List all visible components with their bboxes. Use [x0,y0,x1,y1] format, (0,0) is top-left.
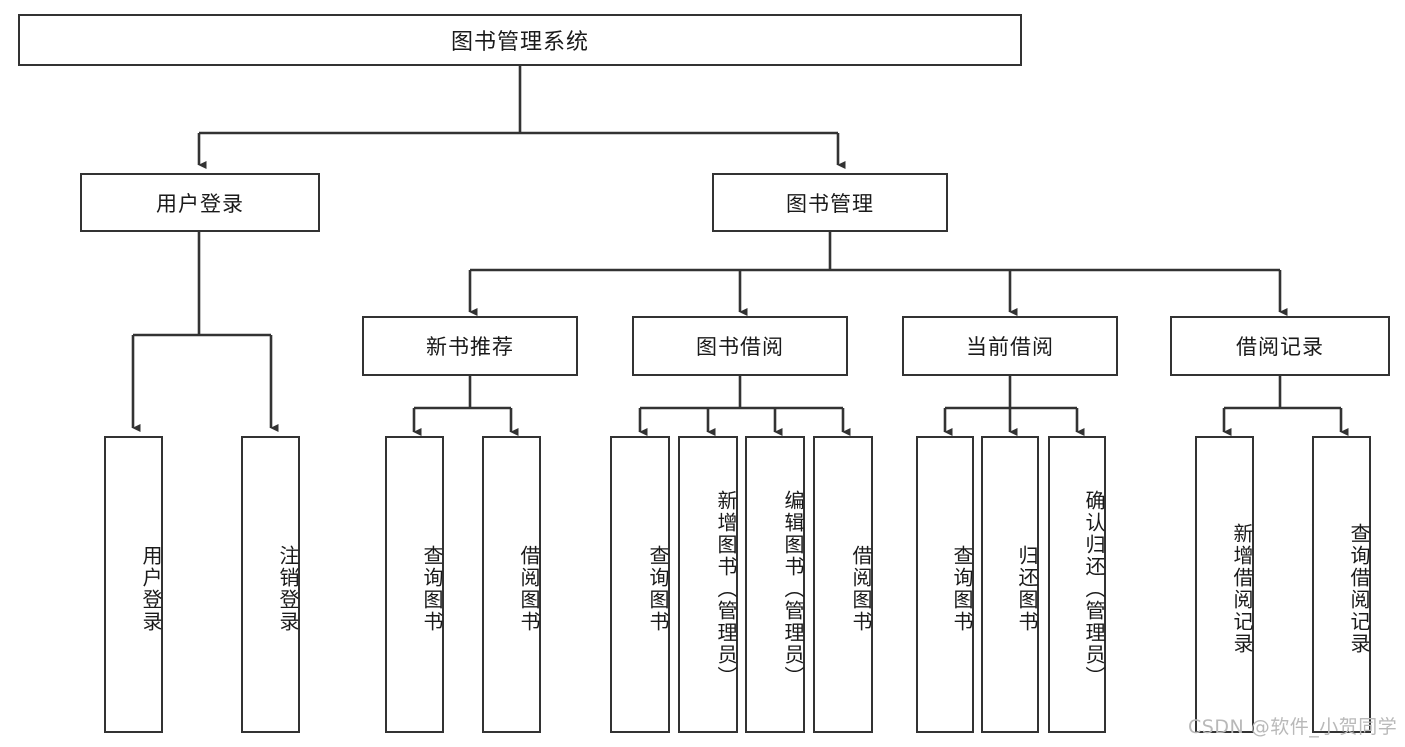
leaf-borrow-add-book-admin[interactable]: 新增图书（管理员） [678,436,738,733]
node-current-borrow[interactable]: 当前借阅 [902,316,1118,376]
leaf-record-add-record[interactable]: 新增借阅记录 [1195,436,1254,733]
node-label: 新书推荐 [426,335,514,359]
leaf-current-return-book[interactable]: 归还图书 [981,436,1039,733]
node-label: 当前借阅 [966,335,1054,359]
node-user-login[interactable]: 用户登录 [80,173,320,232]
node-label: 新增借阅记录 [1230,522,1254,655]
node-label: 归还图书 [1015,544,1039,633]
leaf-current-confirm-return-admin[interactable]: 确认归还（管理员） [1048,436,1106,733]
node-label: 查询图书 [646,544,670,633]
leaf-current-query-book[interactable]: 查询图书 [916,436,974,733]
leaf-user-login-login[interactable]: 用户登录 [104,436,163,733]
leaf-borrow-edit-book-admin[interactable]: 编辑图书（管理员） [745,436,805,733]
csdn-watermark: CSDN @软件_小贺同学 [1188,716,1398,738]
node-label: 查询图书 [950,544,974,633]
node-label: 查询图书 [420,544,444,633]
node-label: 查询借阅记录 [1347,522,1371,655]
node-label: 图书管理 [786,191,874,216]
leaf-recommend-query-book[interactable]: 查询图书 [385,436,444,733]
node-label: 注销登录 [276,544,300,633]
node-borrow-record[interactable]: 借阅记录 [1170,316,1390,376]
node-new-book-recommend[interactable]: 新书推荐 [362,316,578,376]
leaf-user-login-logout[interactable]: 注销登录 [241,436,300,733]
node-book-borrow[interactable]: 图书借阅 [632,316,848,376]
node-label: 图书管理系统 [450,30,589,55]
node-label: 确认归还（管理员） [1082,489,1106,688]
node-label: 借阅图书 [849,544,873,633]
node-book-management[interactable]: 图书管理 [712,173,948,232]
leaf-recommend-borrow-book[interactable]: 借阅图书 [482,436,541,733]
node-label: 借阅记录 [1236,335,1324,359]
node-label: 用户登录 [156,191,244,216]
node-label: 图书借阅 [696,335,784,359]
node-label: 新增图书（管理员） [714,489,738,688]
node-root-system[interactable]: 图书管理系统 [18,14,1022,66]
leaf-borrow-query-book[interactable]: 查询图书 [610,436,670,733]
node-label: 用户登录 [139,544,163,633]
leaf-record-query-record[interactable]: 查询借阅记录 [1312,436,1371,733]
node-label: 编辑图书（管理员） [781,489,805,688]
node-label: 借阅图书 [517,544,541,633]
leaf-borrow-borrow-book[interactable]: 借阅图书 [813,436,873,733]
